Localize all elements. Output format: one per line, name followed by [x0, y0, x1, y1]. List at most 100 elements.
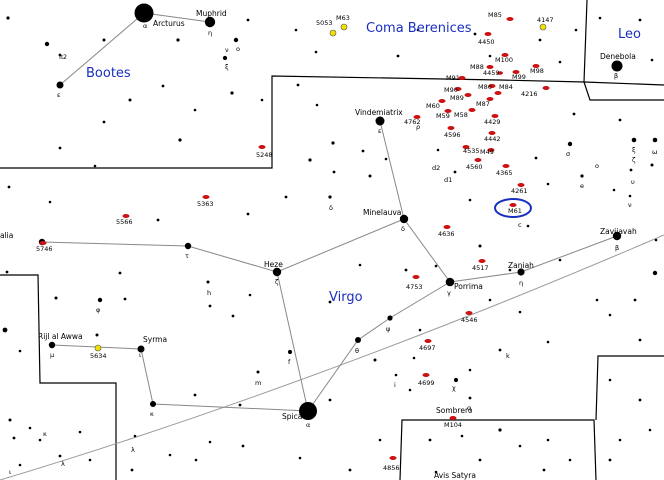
- greek-letters: π2 ε ξ ν ο ρ σ ω ξ ζ δ τ κ λ φ ψ θ χ υ ι…: [9, 45, 657, 476]
- greek-label: ψ: [386, 325, 390, 333]
- greek-label: o: [595, 162, 599, 170]
- label-ngc5363: 5363: [197, 200, 214, 208]
- greek-label: υ: [631, 178, 635, 186]
- dso-m85: [506, 17, 514, 21]
- greek-porrima: γ: [447, 289, 451, 297]
- dso-ngc4697: [424, 339, 432, 343]
- dso-m90: [454, 87, 462, 91]
- dso-m63: [340, 23, 348, 31]
- greek-label: ζ: [632, 156, 636, 164]
- label-ngc4147: 4147: [537, 16, 554, 24]
- greek-label: λ: [61, 460, 65, 468]
- greek-label: k: [506, 352, 510, 360]
- label-ngc5634: 5634: [90, 352, 107, 360]
- dso-m89: [464, 93, 472, 97]
- dso-m59: [444, 109, 452, 113]
- label-m100: M100: [495, 56, 513, 64]
- greek-label: ξ: [225, 63, 229, 71]
- label-ngc5746: 5746: [36, 245, 53, 253]
- greek-label: κ: [43, 430, 47, 438]
- label-ngc4261: 4261: [511, 187, 528, 195]
- dso-ngc4699: [422, 373, 430, 377]
- dso-ngc4856: [389, 456, 397, 460]
- label-ngc5566: 5566: [116, 218, 133, 226]
- label-zaniah: Zaniah: [508, 261, 534, 270]
- label-minelauva: Minelauva: [363, 208, 401, 217]
- dso-m86: [494, 91, 502, 95]
- dso-ngc4535: [462, 145, 470, 149]
- label-denebola: Denebola: [600, 52, 636, 61]
- greek-zaniah: η: [519, 279, 523, 287]
- dso-ngc4762: [413, 115, 421, 119]
- dso-ngc5363: [202, 195, 210, 199]
- greek-rijl: μ: [50, 351, 54, 359]
- star-virgo-tau: [184, 242, 192, 250]
- label-ngc4697: 4697: [419, 344, 436, 352]
- star-virgo-psi: [387, 315, 393, 321]
- dso-m99: [512, 70, 520, 74]
- greek-label: ε: [57, 91, 61, 99]
- label-ngc4856: 4856: [383, 464, 400, 472]
- greek-arcturus: α: [143, 22, 147, 30]
- label-m60: M60: [426, 102, 440, 110]
- dso-ngc4216: [542, 86, 550, 90]
- star-heze: [272, 267, 282, 277]
- dso-m58: [468, 108, 476, 112]
- dso-ngc4596: [447, 126, 455, 130]
- label-ngc4365: 4365: [496, 169, 513, 177]
- dso-ngc4636: [443, 225, 451, 229]
- boundary-virgo-leo-top: [583, 81, 664, 86]
- greek-vindemiatrix: ε: [378, 127, 382, 135]
- boundary-bootes-coma-virgo: [0, 0, 588, 169]
- label-arcturus: Arcturus: [153, 19, 185, 28]
- label-rijl-al-awwa: Rijl al Awwa: [38, 332, 83, 341]
- dso-m60: [438, 99, 446, 103]
- greek-label: σ: [566, 150, 570, 158]
- label-avis-satyra: Avis Satyra: [434, 471, 476, 480]
- greek-label: τ: [185, 252, 189, 260]
- greek-heze: ζ: [275, 278, 279, 286]
- greek-label: ξ: [632, 146, 636, 154]
- star-vindemiatrix: [375, 116, 385, 126]
- dso-ngc4546: [465, 311, 473, 315]
- virgo-lines-heze-spica: [276, 271, 309, 412]
- label-m90: M90: [444, 86, 458, 94]
- dso-m61: [509, 203, 517, 207]
- label-m61: M61: [508, 207, 522, 215]
- star-porrima: [445, 277, 455, 287]
- dso-ngc4365: [502, 164, 510, 168]
- label-leo: Leo: [618, 27, 641, 42]
- greek-label: f: [288, 358, 291, 366]
- label-ngc4216: 4216: [521, 90, 538, 98]
- greek-label: m: [255, 379, 261, 387]
- label-m58: M58: [454, 111, 468, 119]
- greek-label: π2: [59, 53, 67, 61]
- star-labels: Arcturus α Muphrid η Denebola β Vindemia…: [0, 9, 637, 480]
- bright-stars: [38, 3, 623, 420]
- greek-syrma: ι: [139, 351, 141, 359]
- greek-label: e: [580, 182, 584, 190]
- label-m91: M91: [446, 74, 460, 82]
- greek-denebola: β: [614, 72, 618, 80]
- label-zavijavah: Zavijavah: [600, 227, 637, 236]
- label-ngc4596: 4596: [444, 131, 461, 139]
- star-virgo-theta: [355, 337, 361, 343]
- greek-label: q: [467, 404, 471, 412]
- label-muphrid: Muphrid: [196, 9, 227, 18]
- label-m63: M63: [336, 14, 350, 22]
- label-m84: M84: [499, 83, 513, 91]
- label-ngc4762: 4762: [404, 118, 421, 126]
- label-alia: alia: [0, 231, 13, 240]
- label-m88: M88: [470, 63, 484, 71]
- label-porrima: Porrima: [454, 282, 483, 291]
- label-ngc4535: 4535: [463, 147, 480, 155]
- virgo-lines-west: [41, 218, 405, 273]
- star-muphrid: [204, 16, 216, 28]
- star-denebola: [611, 60, 623, 72]
- dso-ngc4753: [412, 275, 420, 279]
- boundary-corvus-virgo: [399, 419, 597, 480]
- dso-ngc4442: [488, 131, 496, 135]
- greek-label: δ: [329, 204, 333, 212]
